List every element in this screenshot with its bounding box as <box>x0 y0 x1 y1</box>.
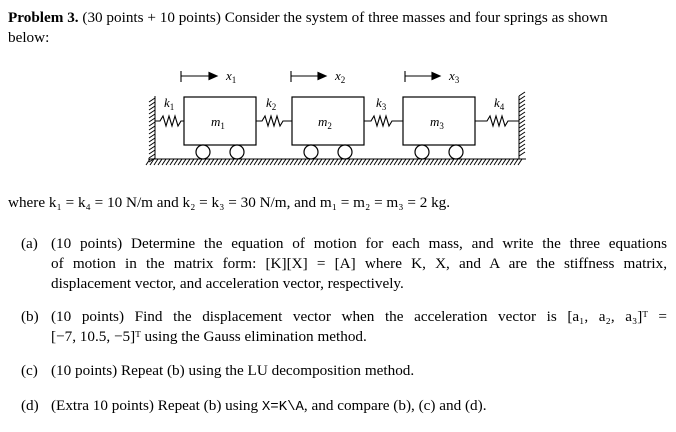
part-b-line-1: (10 points) Find the displacement vector… <box>51 308 667 325</box>
problem-header: Problem 3. (30 points + 10 points) Consi… <box>8 8 672 48</box>
spring-label-4: k4 <box>494 95 505 112</box>
problem-points: (30 points + 10 points) <box>82 9 221 26</box>
mass-label-2: m2 <box>318 114 332 131</box>
part-a-line-1: (10 points) Determine the equation of mo… <box>51 235 667 252</box>
spring-label-2: k2 <box>266 95 276 112</box>
mass-label-1: m1 <box>211 114 225 131</box>
spring-1 <box>155 114 184 128</box>
problem-statement-line1: Consider the system of three masses and … <box>224 9 608 26</box>
spring-4 <box>475 114 519 128</box>
part-a-line-3: displacement vector, and acceleration ve… <box>51 275 404 292</box>
part-d: (d) (Extra 10 points) Repeat (b) using X… <box>21 396 667 416</box>
wheel <box>337 144 353 160</box>
spring-3 <box>364 114 403 128</box>
part-b-label: (b) <box>21 308 39 325</box>
displacement-arrow-3 <box>404 71 442 82</box>
part-d-text-pre: (Extra 10 points) Repeat (b) using <box>51 397 262 414</box>
wheel <box>229 144 245 160</box>
wheel <box>448 144 464 160</box>
displacement-arrow-1 <box>180 71 219 82</box>
mass-1-block <box>183 96 257 146</box>
displacement-arrow-2 <box>290 71 328 82</box>
part-a-label: (a) <box>21 235 38 252</box>
wheel <box>414 144 430 160</box>
displacement-label-3: x3 <box>448 68 460 85</box>
spring-2 <box>256 114 292 128</box>
problem-statement-line2: below: <box>8 29 50 46</box>
part-a-line-2: of motion in the matrix form: [K][X] = [… <box>51 255 667 272</box>
part-d-text-post: , and compare (b), (c) and (d). <box>303 397 487 414</box>
part-d-label: (d) <box>21 397 39 414</box>
mass-spring-figure: x1 x2 x3 k1 k2 k3 k4 m1 m2 m3 <box>145 68 526 166</box>
displacement-label-2: x2 <box>334 68 345 85</box>
spring-label-3: k3 <box>376 95 387 112</box>
left-wall <box>148 96 156 163</box>
wheel <box>195 144 211 160</box>
spring-label-1: k1 <box>164 95 174 112</box>
right-wall <box>518 91 526 159</box>
part-c-line-1: (10 points) Repeat (b) using the LU deco… <box>51 362 415 379</box>
displacement-label-1: x1 <box>225 68 236 85</box>
part-d-code: X=K\A <box>261 399 304 415</box>
floor-ground <box>145 158 526 166</box>
part-b: (b) (10 points) Find the displacement ve… <box>21 307 667 347</box>
part-c-label: (c) <box>21 362 38 379</box>
part-d-line-1: (Extra 10 points) Repeat (b) using X=K\A… <box>51 396 667 417</box>
part-b-line-2: [−7, 10.5, −5]ᵀ using the Gauss eliminat… <box>51 328 367 345</box>
problem-heading: Problem 3. <box>8 9 79 26</box>
wheel <box>303 144 319 160</box>
mass-label-3: m3 <box>430 114 444 131</box>
given-values: where k₁ = k₄ = 10 N/m and k₂ = k₃ = 30 … <box>8 194 451 211</box>
part-c: (c) (10 points) Repeat (b) using the LU … <box>21 361 667 381</box>
part-a: (a) (10 points) Determine the equation o… <box>21 234 667 294</box>
